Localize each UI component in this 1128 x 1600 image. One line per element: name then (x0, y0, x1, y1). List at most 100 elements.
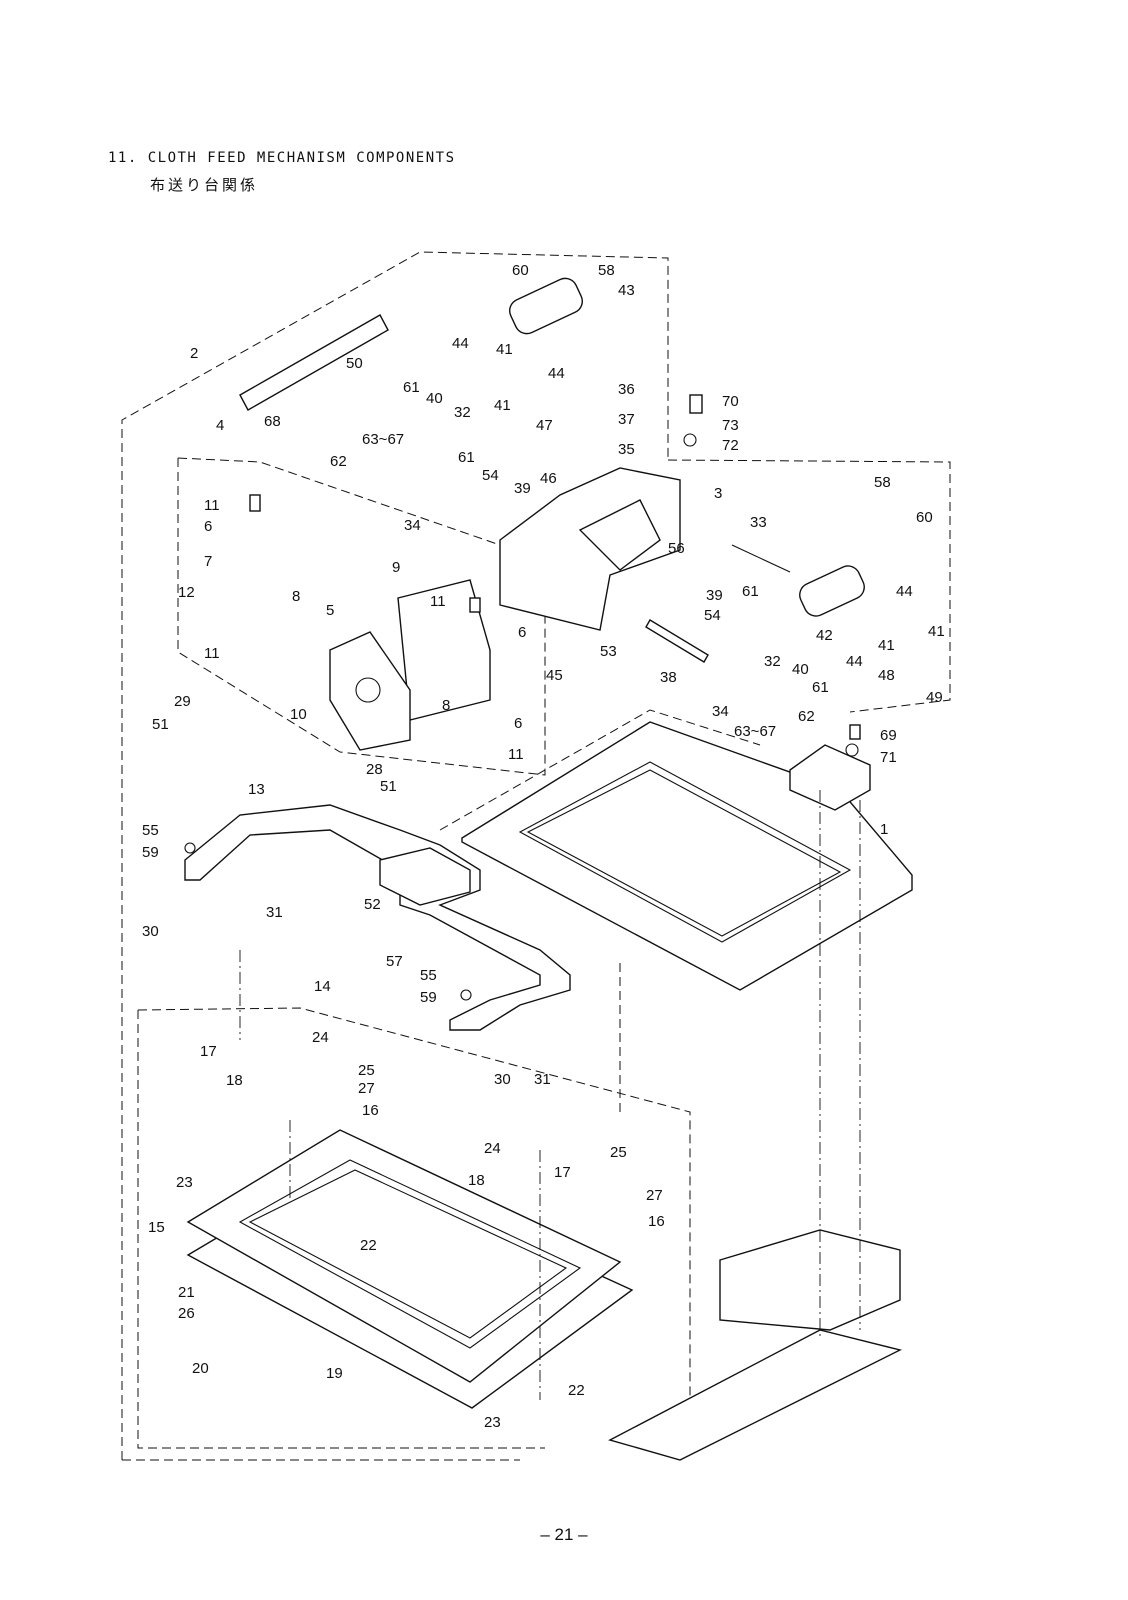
callout-label: 62 (798, 708, 815, 725)
callout-label: 53 (600, 643, 617, 660)
callout-label: 36 (618, 381, 635, 398)
callout-label: 6 (518, 624, 526, 641)
callout-label: 34 (712, 703, 729, 720)
callout-label: 32 (454, 404, 471, 421)
callout-label: 51 (380, 778, 397, 795)
callout-label: 63~67 (734, 723, 776, 740)
callout-label: 69 (880, 727, 897, 744)
washer-icon (184, 433, 859, 1001)
callout-label: 42 (816, 627, 833, 644)
callout-label: 60 (916, 509, 933, 526)
callout-label: 55 (142, 822, 159, 839)
page-number: – 21 – (540, 1525, 588, 1544)
callout-label: 43 (618, 282, 635, 299)
callout-label: 3 (714, 485, 722, 502)
callout-label: 9 (392, 559, 400, 576)
callout-label: 31 (534, 1071, 551, 1088)
mount-plates-5-9 (329, 579, 491, 751)
callout-label: 35 (618, 441, 635, 458)
callout-label: 45 (546, 667, 563, 684)
callout-label: 46 (540, 470, 557, 487)
callout-label: 61 (742, 583, 759, 600)
leader-lines (239, 790, 861, 1400)
callout-label: 27 (358, 1080, 375, 1097)
section-title-en: 11. CLOTH FEED MECHANISM COMPONENTS (108, 150, 456, 166)
callout-label: 60 (512, 262, 529, 279)
callout-label: 59 (420, 989, 437, 1006)
callout-label: 24 (312, 1029, 329, 1046)
callout-label: 47 (536, 417, 553, 434)
callout-label: 11 (508, 746, 524, 763)
callout-label: 5 (326, 602, 334, 619)
callout-label: 63~67 (362, 431, 404, 448)
callout-label: 58 (874, 474, 891, 491)
callout-label: 27 (646, 1187, 663, 1204)
callout-label: 48 (878, 667, 895, 684)
callout-label: 32 (764, 653, 781, 670)
callout-label: 18 (226, 1072, 243, 1089)
callout-label: 10 (290, 706, 307, 723)
callout-label: 52 (364, 896, 381, 913)
callout-label: 62 (330, 453, 347, 470)
machine-bed (608, 1229, 903, 1461)
callout-label: 19 (326, 1365, 343, 1382)
callout-label: 41 (878, 637, 895, 654)
callout-label: 1 (880, 821, 888, 838)
callout-label: 6 (514, 715, 522, 732)
callout-label: 30 (142, 923, 159, 940)
callout-label: 13 (248, 781, 265, 798)
callout-label: 8 (442, 697, 450, 714)
callout-label: 50 (346, 355, 363, 372)
rods (239, 314, 791, 663)
callout-label: 44 (846, 653, 863, 670)
callout-label: 55 (420, 967, 437, 984)
callout-label: 51 (152, 716, 169, 733)
callout-label: 44 (548, 365, 565, 382)
section-title-jp: 布送り台関係 (150, 176, 259, 194)
callout-label: 18 (468, 1172, 485, 1189)
callout-label: 37 (618, 411, 635, 428)
callout-label: 17 (200, 1043, 217, 1060)
callout-label: 61 (812, 679, 829, 696)
callout-label: 57 (386, 953, 403, 970)
callout-label: 11 (204, 645, 220, 662)
callout-label: 11 (430, 593, 446, 610)
callout-label: 16 (648, 1213, 665, 1230)
callout-label: 25 (610, 1144, 627, 1161)
callout-label: 71 (880, 749, 897, 766)
callout-label: 26 (178, 1305, 195, 1322)
screw-icon (249, 394, 861, 740)
callout-label: 31 (266, 904, 283, 921)
callout-label: 22 (568, 1382, 585, 1399)
callout-label: 15 (148, 1219, 165, 1236)
callout-label: 41 (494, 397, 511, 414)
callout-label: 23 (484, 1414, 501, 1431)
callout-label: 44 (452, 335, 469, 352)
callout-label: 8 (292, 588, 300, 605)
callout-label: 58 (598, 262, 615, 279)
callout-label: 54 (482, 467, 499, 484)
callout-label: 49 (926, 689, 943, 706)
callout-label: 39 (706, 587, 723, 604)
callout-label: 4 (216, 417, 224, 434)
callout-label: 41 (928, 623, 945, 640)
main-bracket-3 (499, 467, 681, 631)
callout-label: 40 (792, 661, 809, 678)
callout-label: 14 (314, 978, 331, 995)
callout-label: 28 (366, 761, 383, 778)
clamp-frames-15-19 (186, 1129, 634, 1409)
callout-label: 68 (264, 413, 281, 430)
callout-label: 56 (668, 540, 685, 557)
callout-label: 12 (178, 584, 195, 601)
callout-label: 17 (554, 1164, 571, 1181)
callout-label: 70 (722, 393, 739, 410)
callout-label: 11 (204, 497, 220, 514)
callout-label: 21 (178, 1284, 195, 1301)
callout-label: 33 (750, 514, 767, 531)
base-plate-1 (461, 721, 913, 991)
solenoid-icon (509, 277, 865, 617)
callout-label: 6 (204, 518, 212, 535)
callout-label: 39 (514, 480, 531, 497)
callout-label: 29 (174, 693, 191, 710)
callout-label: 38 (660, 669, 677, 686)
